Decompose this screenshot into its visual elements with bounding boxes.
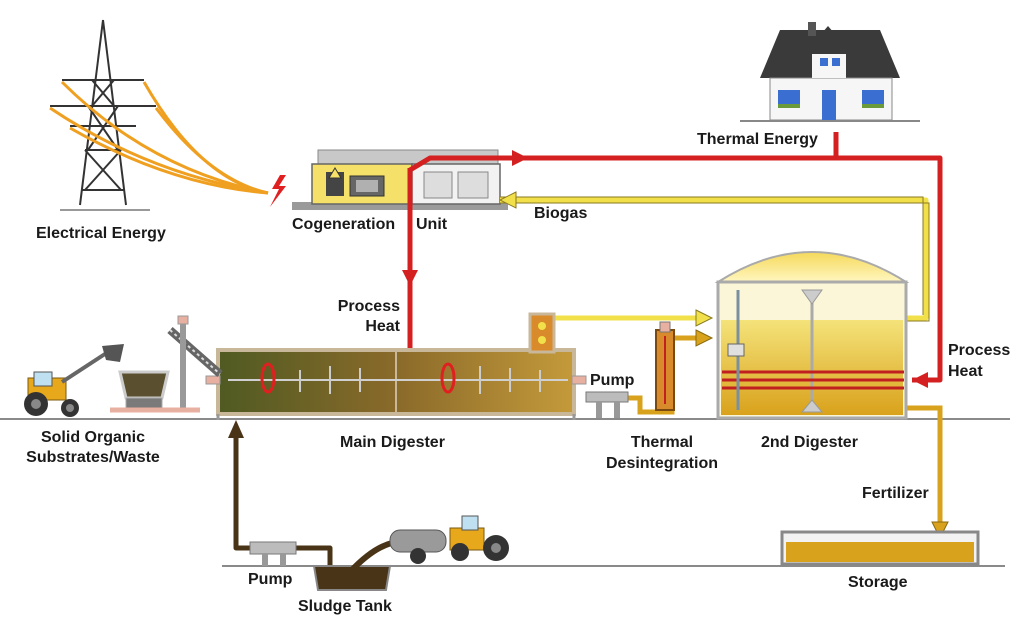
slurry-tanker-tractor bbox=[389, 515, 509, 564]
label-biogas: Biogas bbox=[534, 205, 588, 222]
house-icon bbox=[740, 22, 920, 122]
label-thermal-2: Desintegration bbox=[605, 455, 718, 472]
label-sludge-tank: Sludge Tank bbox=[298, 598, 392, 615]
label-heat-right-2: Heat bbox=[948, 363, 983, 380]
lightning-icon bbox=[270, 175, 286, 207]
substrate-arrow-right bbox=[695, 329, 714, 347]
biogas-arrow-right bbox=[695, 309, 714, 327]
storage-tank bbox=[780, 530, 980, 566]
label-pump-bottom: Pump bbox=[248, 571, 293, 588]
label-process-right-1: Process bbox=[948, 342, 1011, 359]
label-solid-organic-2: Substrates/Waste bbox=[26, 449, 160, 466]
electric-wires bbox=[49, 80, 269, 195]
label-fertilizer: Fertilizer bbox=[862, 485, 929, 502]
second-digester bbox=[714, 251, 910, 420]
label-second-digester: 2nd Digester bbox=[761, 434, 858, 451]
pump-top bbox=[585, 391, 629, 418]
transmission-tower-icon bbox=[50, 19, 156, 211]
heat-arrow-left bbox=[912, 372, 928, 388]
heat-arrow-down bbox=[402, 270, 418, 286]
biogas-pipe-outline bbox=[500, 196, 930, 322]
sludge-arrow-up bbox=[228, 420, 244, 438]
label-solid-organic-1: Solid Organic bbox=[40, 429, 145, 446]
label-thermal-energy: Thermal Energy bbox=[697, 131, 818, 148]
pump-bottom bbox=[249, 541, 297, 566]
fertilizer-arrow-down bbox=[931, 521, 949, 540]
label-heat-left-2: Heat bbox=[365, 318, 400, 335]
tractor-icon bbox=[24, 344, 124, 417]
label-cogeneration: Cogeneration bbox=[292, 216, 396, 233]
main-digester bbox=[205, 312, 587, 420]
label-process-left-1: Process bbox=[337, 298, 400, 315]
label-pump-top: Pump bbox=[590, 372, 635, 389]
thermal-desintegration-unit bbox=[655, 321, 675, 411]
label-thermal-1: Thermal bbox=[630, 434, 694, 451]
biogas-arrow-left bbox=[498, 191, 517, 209]
label-unit: Unit bbox=[416, 216, 448, 233]
substrate-hopper bbox=[110, 315, 223, 413]
label-electrical-energy: Electrical Energy bbox=[36, 225, 166, 242]
label-storage: Storage bbox=[848, 574, 908, 591]
heat-arrow-right bbox=[512, 150, 528, 166]
cogeneration-unit bbox=[292, 149, 508, 210]
label-main-digester: Main Digester bbox=[340, 434, 445, 451]
biogas-pipe bbox=[500, 197, 929, 321]
